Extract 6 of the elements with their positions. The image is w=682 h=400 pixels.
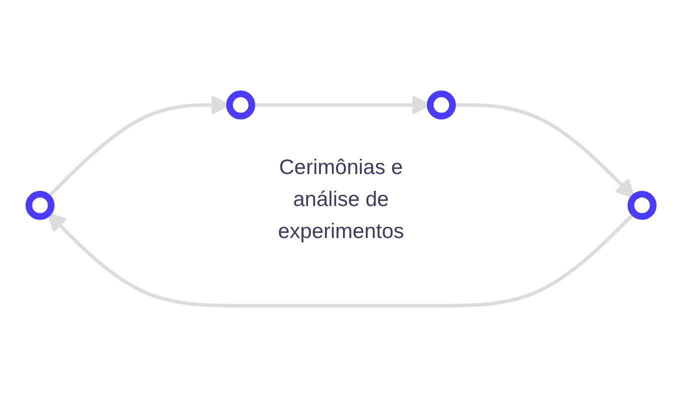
node-circle	[26, 191, 54, 220]
center-label: Cerimônias e análise de experimentos	[276, 155, 406, 245]
node-circle	[426, 90, 456, 120]
node-circle	[628, 191, 656, 220]
node-circle	[226, 90, 256, 120]
arrow	[46, 212, 636, 308]
